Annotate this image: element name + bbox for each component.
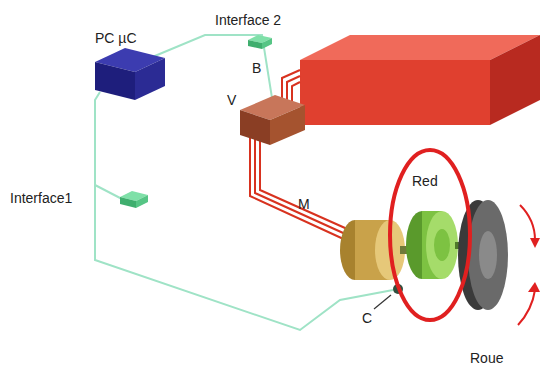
power-wires	[250, 70, 354, 242]
part-label: C	[362, 310, 372, 326]
part-label: Red	[412, 173, 438, 189]
interface-box	[248, 35, 272, 49]
part-label: M	[298, 196, 310, 212]
highlight-ellipse	[390, 150, 470, 320]
wheel	[458, 200, 508, 310]
pc-box	[95, 48, 165, 100]
part-label: Interface 2	[215, 12, 281, 28]
rotation-arrows	[518, 205, 540, 325]
part-label: V	[227, 92, 236, 108]
part-label: B	[252, 60, 261, 76]
part-label: Interface1	[10, 190, 72, 206]
interface-box	[120, 191, 148, 208]
battery-box	[300, 35, 540, 125]
part-label: PC µC	[95, 30, 137, 46]
part-label: Roue	[470, 350, 503, 366]
variator-box	[240, 95, 305, 145]
